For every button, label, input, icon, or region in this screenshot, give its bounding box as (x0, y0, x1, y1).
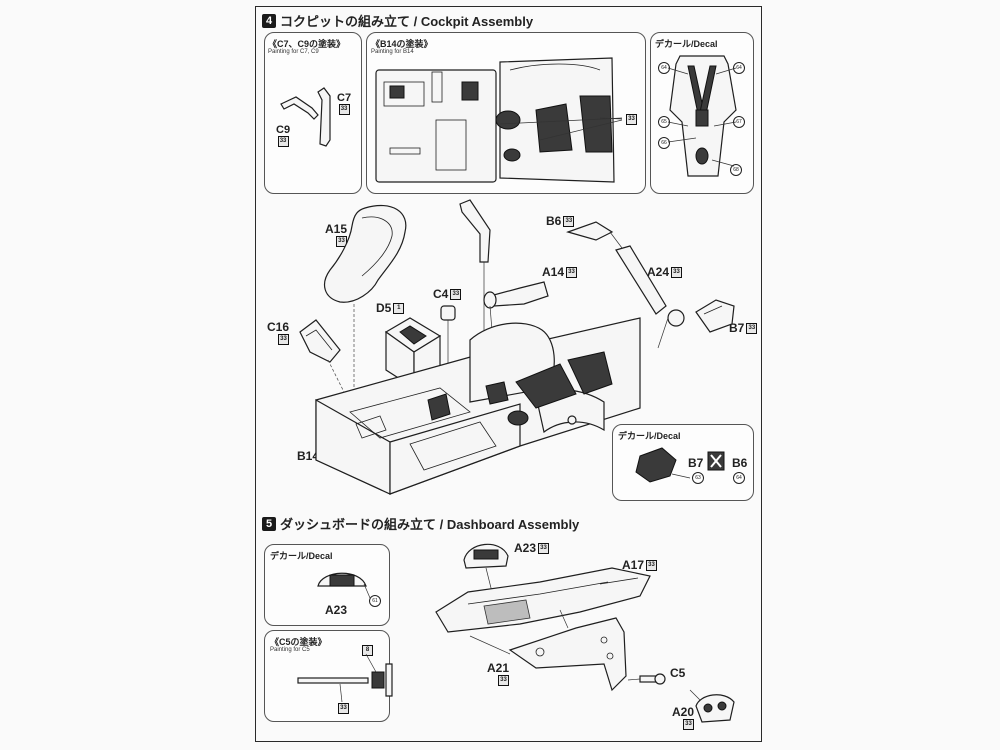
label-a17: A17 33 (622, 558, 658, 572)
chip-a20: 33 (683, 719, 695, 730)
step5-title: 5 ダッシュボードの組み立て / Dashboard Assembly (262, 514, 579, 533)
part-b6-drawing (566, 221, 623, 249)
part-b7-drawing (695, 299, 735, 333)
decal-b7-knob-drawing (635, 447, 691, 483)
part-c16-drawing (299, 319, 341, 363)
part-a20-drawing (689, 689, 735, 723)
step5-number: 5 (262, 516, 276, 531)
chip-a21: 33 (498, 675, 510, 686)
label-a24: A24 33 (647, 265, 683, 279)
part-c9-drawing (280, 96, 319, 120)
chip-b7: 33 (746, 322, 758, 334)
part-a23-drawing (463, 543, 509, 593)
chip-c5-paint-1: 8 (362, 645, 373, 656)
label-a23: A23 33 (514, 541, 550, 555)
step4-number: 4 (262, 13, 276, 28)
chip-a15: 33 (336, 236, 348, 247)
paint-b14-title: 《B14の塗装》 (371, 39, 433, 49)
part-a15-drawing (323, 204, 407, 303)
decal-a23-box (264, 544, 390, 626)
chip-b14-paint: 33 (626, 114, 637, 125)
step5-title-text: ダッシュボードの組み立て / Dashboard Assembly (280, 517, 580, 532)
label-a20: A20 33 (672, 705, 695, 730)
chip-a14: 33 (566, 266, 578, 278)
part-a21-drawing (469, 609, 627, 692)
label-c9: C9 33 (276, 124, 290, 147)
chip-c4: 33 (450, 288, 462, 300)
paint-b14-note: Painting for B14 (371, 49, 414, 55)
decal-seat-num-2: 64 (733, 62, 745, 74)
decal-label-b7: B7 (688, 456, 704, 470)
label-c7: C7 33 (337, 92, 351, 115)
part-a24-drawing (615, 245, 685, 349)
chip-b6: 33 (563, 215, 575, 227)
decal-a23-label: A23 (325, 603, 348, 617)
decal-seat-title: デカール/Decal (655, 39, 718, 49)
label-a21: A21 33 (487, 661, 510, 686)
label-c4: C4 33 (433, 287, 462, 301)
seat-decal-drawing (667, 55, 737, 177)
paint-c5-title: 《C5の塗装》 (270, 637, 327, 647)
paint-c5-note: Painting for C5 (270, 647, 310, 653)
decal-b-num-2: 64 (733, 472, 745, 484)
chip-c7: 33 (338, 104, 350, 115)
label-a14: A14 33 (542, 265, 578, 279)
label-d5: D5 1 (376, 301, 405, 315)
decal-a23-title: デカール/Decal (270, 551, 333, 561)
paint-c7c9-note: Painting for C7, C9 (268, 49, 319, 55)
decal-seat-num-6: 68 (730, 164, 742, 176)
label-b7: B7 33 (729, 321, 758, 335)
decal-b6-mark-drawing (707, 451, 725, 471)
chip-c5-paint-2: 33 (338, 703, 349, 714)
chip-d5: 1 (393, 302, 405, 314)
part-c5-drawing (627, 673, 666, 685)
decal-seat-num-1: 64 (658, 62, 670, 74)
part-b14-drawing (315, 317, 641, 495)
label-b6: B6 33 (546, 214, 575, 228)
page-frame (255, 6, 762, 742)
label-a15: A15 33 (325, 222, 348, 247)
decal-a23-drawing (317, 572, 371, 599)
part-c7-drawing (317, 87, 331, 147)
label-c5: C5 (670, 666, 686, 680)
decal-label-b6: B6 (732, 456, 748, 470)
b14-topview-drawing (375, 57, 623, 183)
decal-b-num-1: 63 (692, 472, 704, 484)
step4-title-text: コクピットの組み立て / Cockpit Assembly (280, 14, 534, 29)
step4-title: 4 コクピットの組み立て / Cockpit Assembly (262, 11, 533, 30)
chip-c9: 33 (277, 136, 289, 147)
label-b14: B14 (297, 449, 320, 463)
paint-c5-drawing (297, 653, 393, 703)
decal-a23-num: 61 (369, 595, 381, 607)
chip-c16: 33 (278, 334, 290, 345)
label-c16: C16 33 (267, 320, 290, 345)
chip-a17: 33 (646, 559, 658, 571)
decal-b7b6-title: デカール/Decal (618, 431, 681, 441)
part-a17-drawing (435, 567, 651, 633)
decal-seat-num-5: 66 (658, 137, 670, 149)
chip-a24: 33 (671, 266, 683, 278)
decal-seat-num-4: 67 (733, 116, 745, 128)
chip-a23: 33 (538, 542, 550, 554)
decal-b7b6-box (612, 424, 754, 501)
paint-c7c9-title: 《C7、C9の塗装》 (268, 39, 346, 49)
